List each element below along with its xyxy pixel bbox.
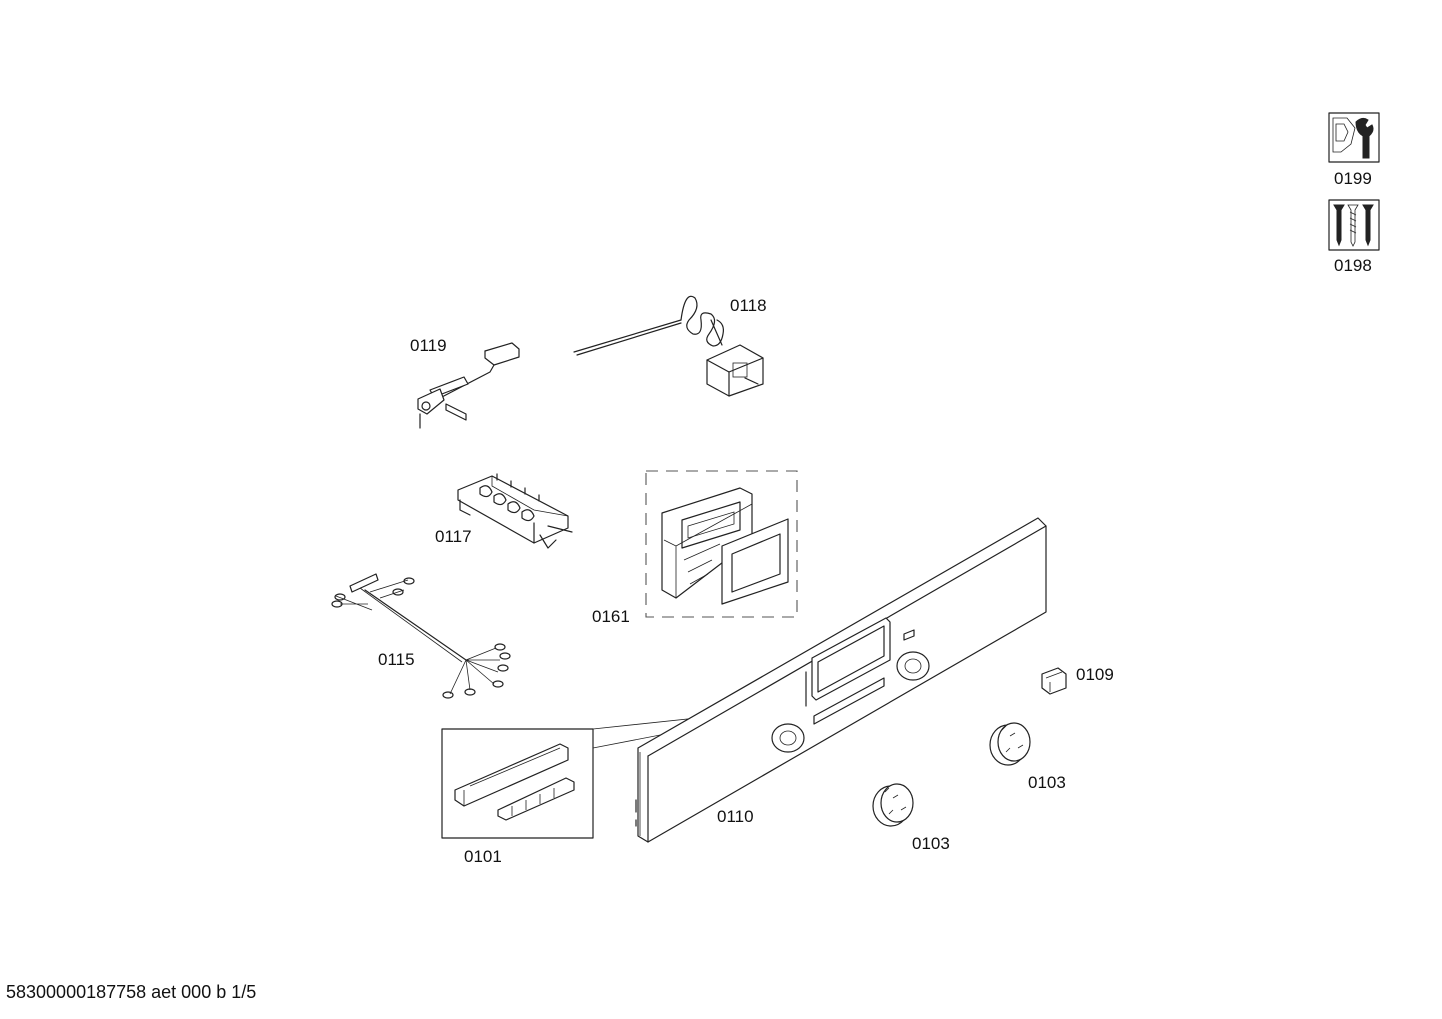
part-label-0118: 0118 bbox=[730, 296, 767, 315]
document-footer: 58300000187758 aet 000 b 1/5 bbox=[6, 982, 257, 1002]
part-label-0103-upper: 0103 bbox=[1028, 773, 1066, 792]
wrench-nut-icon bbox=[1328, 112, 1380, 163]
part-label-0161: 0161 bbox=[592, 607, 630, 626]
wiring-harness-part bbox=[331, 573, 511, 699]
part-label-0198: 0198 bbox=[1334, 256, 1372, 275]
part-label-0199: 0199 bbox=[1334, 169, 1372, 188]
part-label-0101: 0101 bbox=[464, 847, 502, 866]
part-label-0117: 0117 bbox=[435, 527, 472, 546]
part-label-0110: 0110 bbox=[717, 807, 754, 826]
bracket-part bbox=[417, 342, 520, 429]
selector-switch-part bbox=[457, 473, 573, 549]
part-label-0103-lower: 0103 bbox=[912, 834, 950, 853]
thermostat-part bbox=[573, 295, 764, 397]
screws-icon bbox=[1328, 199, 1380, 251]
connector-part bbox=[1041, 667, 1067, 695]
knob-upper-part bbox=[989, 722, 1031, 766]
control-panel-part bbox=[635, 517, 1047, 843]
part-label-0109: 0109 bbox=[1076, 665, 1114, 684]
control-module-part bbox=[645, 470, 798, 618]
part-label-0119: 0119 bbox=[410, 336, 447, 355]
part-label-0115: 0115 bbox=[378, 650, 415, 669]
knob-lower-part bbox=[872, 783, 914, 827]
